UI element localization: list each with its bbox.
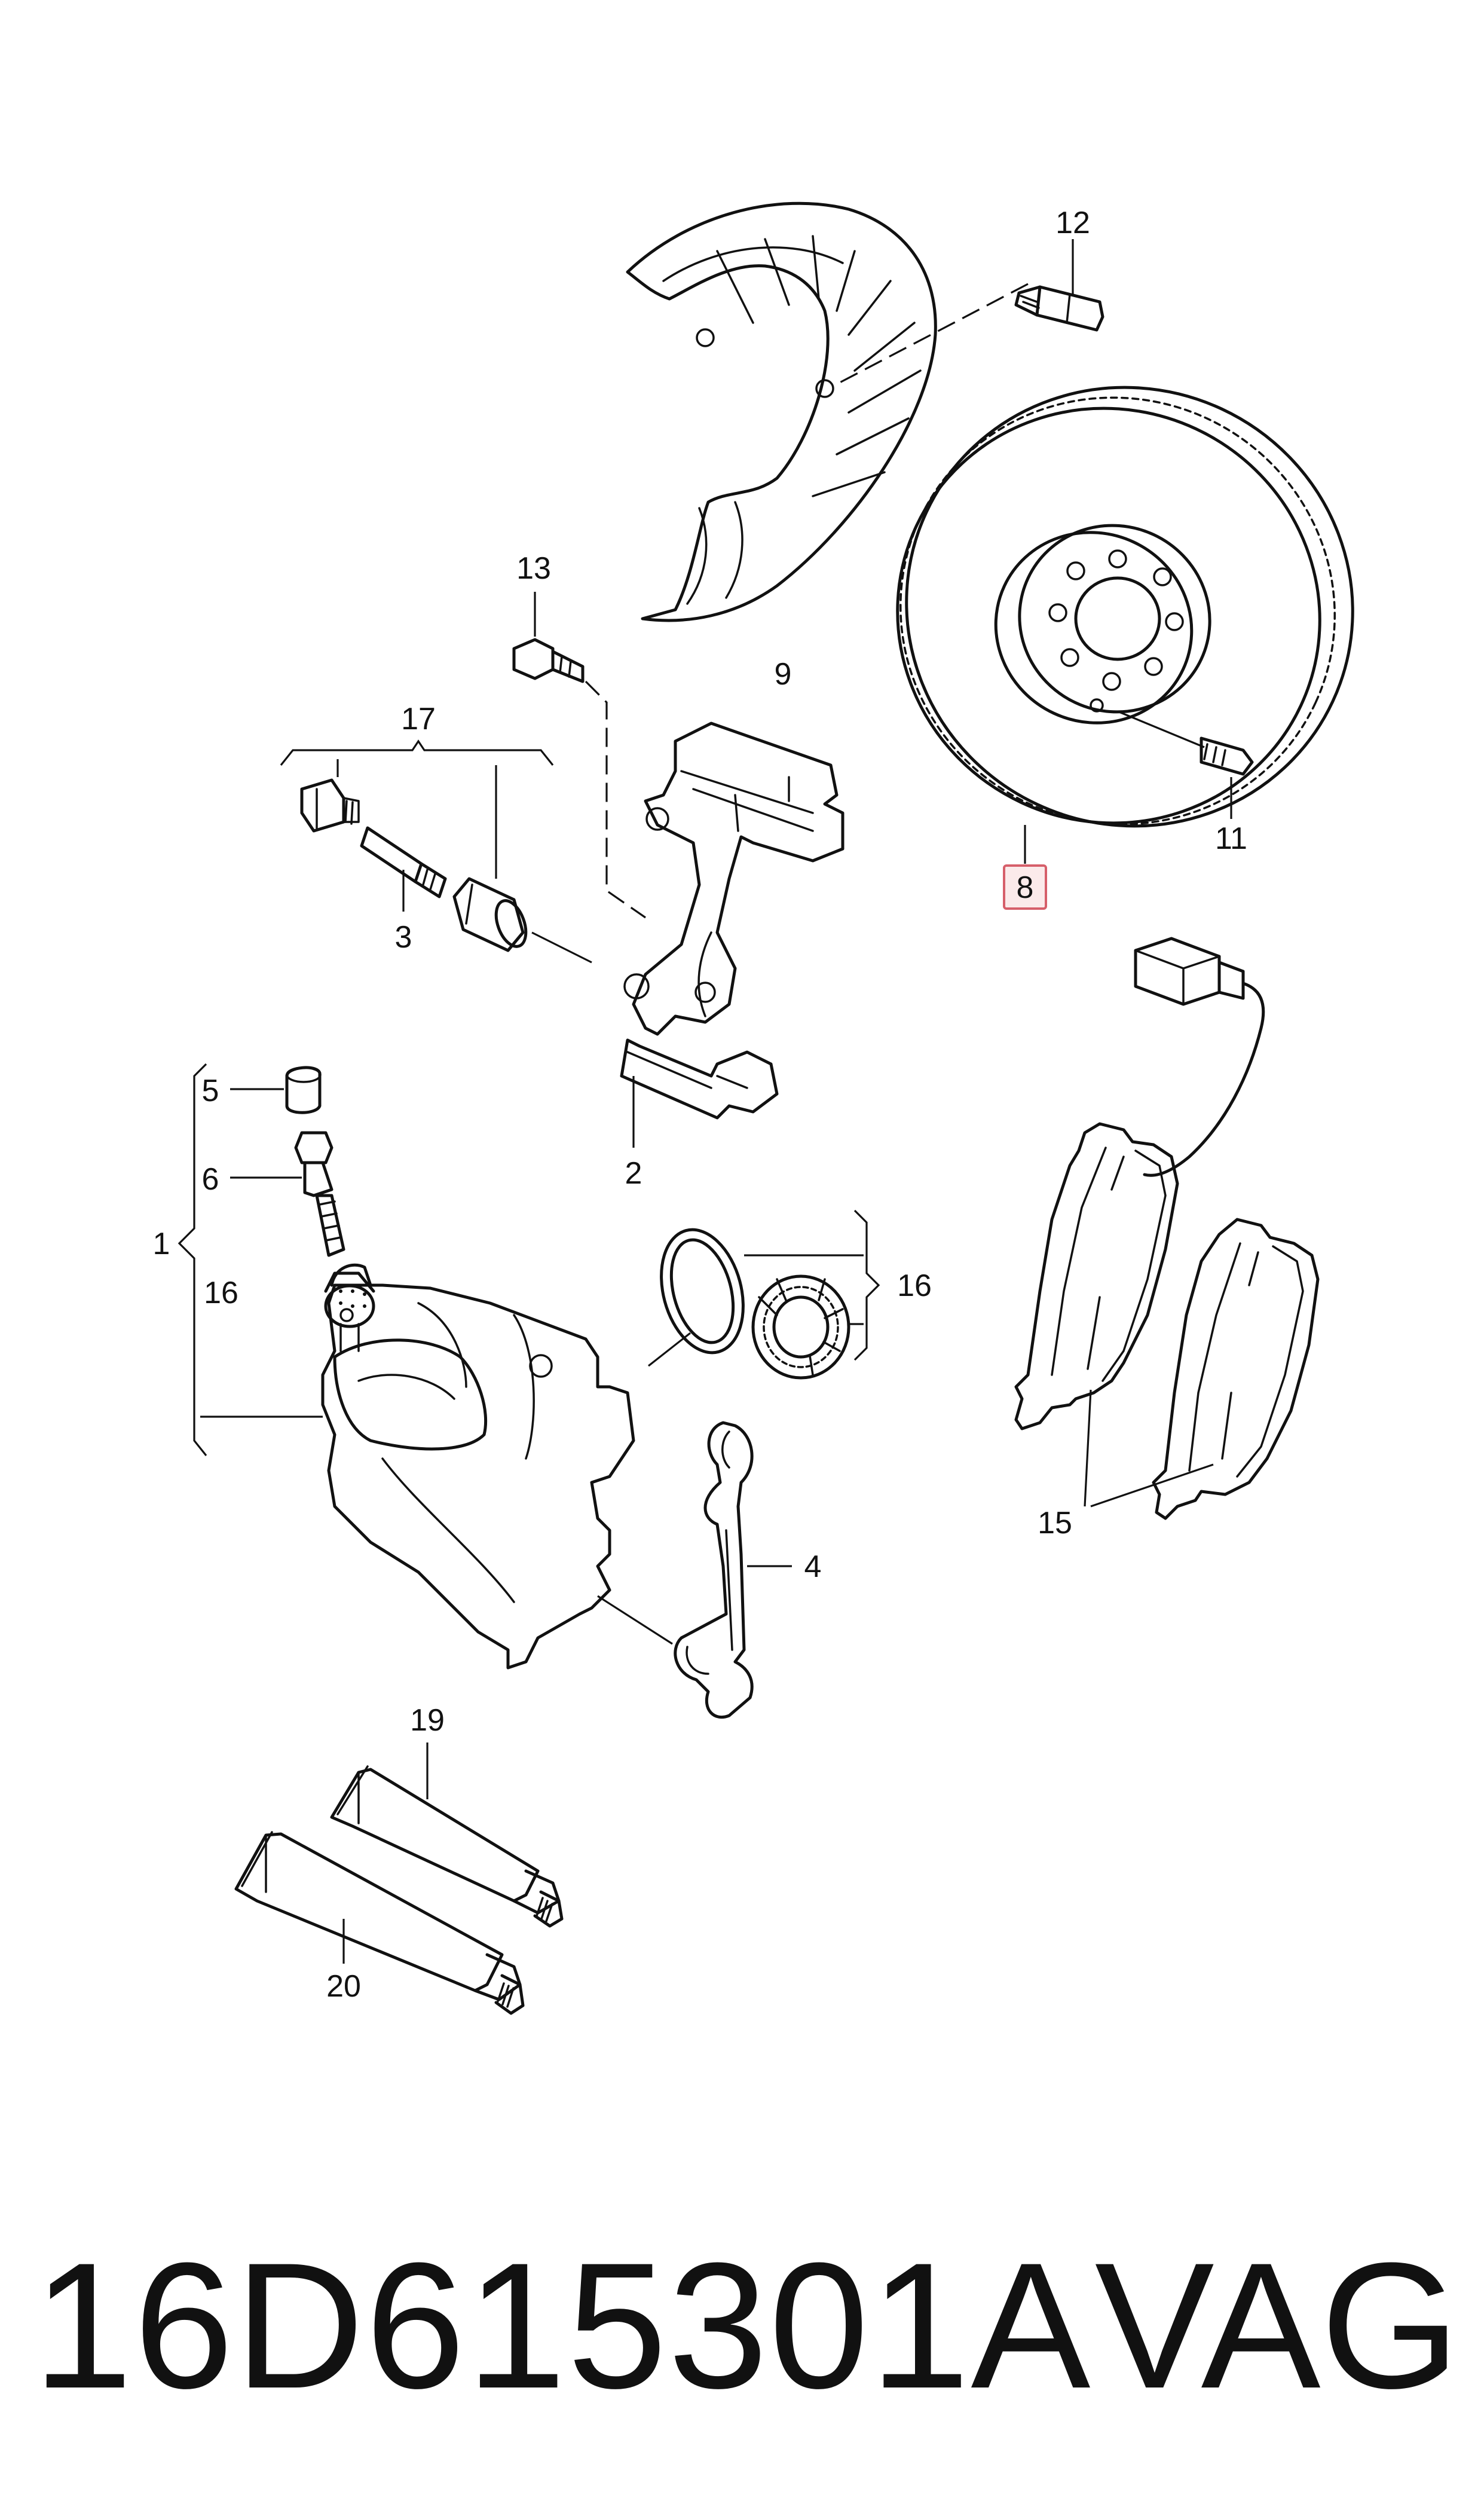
caliper-carrier <box>620 722 844 1120</box>
brand-name: VAG <box>1094 2225 1460 2426</box>
leader-caliper-spring <box>597 1595 673 1645</box>
callout-11[interactable]: 11 <box>1215 821 1247 856</box>
bracket-1 <box>178 1063 207 1456</box>
callout-2[interactable]: 2 <box>625 1156 642 1191</box>
callout-13[interactable]: 13 <box>516 551 551 586</box>
brake-caliper <box>321 1263 635 1670</box>
callout-17[interactable]: 17 <box>401 702 436 736</box>
bleed-valve <box>294 1131 345 1257</box>
bolt-13 <box>512 638 585 683</box>
guide-bushing <box>452 877 528 952</box>
leader-12-dashed <box>839 283 1029 384</box>
callout-15[interactable]: 15 <box>1038 1506 1072 1540</box>
bracket-16 <box>853 1209 880 1361</box>
callout-1[interactable]: 1 <box>153 1227 170 1261</box>
screw-11 <box>1200 736 1254 776</box>
callout-5[interactable]: 5 <box>202 1074 219 1108</box>
wear-sensor <box>1134 937 1265 1177</box>
callout-20[interactable]: 20 <box>326 1969 361 2004</box>
brake-disc <box>896 386 1354 828</box>
seal-ring <box>660 1228 745 1355</box>
leader-15 <box>1084 1389 1214 1508</box>
bleed-cap <box>285 1066 322 1114</box>
grease-tube-19 <box>330 1765 564 1928</box>
callout-8[interactable]: 8 <box>1017 870 1034 905</box>
callout-16-left[interactable]: 16 <box>204 1276 238 1310</box>
part-number: 16D615301A <box>33 2225 1092 2426</box>
splash-shield <box>626 201 937 622</box>
leader-13-dashed <box>585 680 646 919</box>
bracket-17 <box>280 739 554 766</box>
leader-bushing-carrier <box>531 931 592 964</box>
callout-6[interactable]: 6 <box>202 1162 219 1197</box>
callout-4[interactable]: 4 <box>804 1549 822 1584</box>
leader-disc-11 <box>1117 710 1205 748</box>
callout-19[interactable]: 19 <box>410 1703 445 1738</box>
piston-seal <box>751 1274 850 1380</box>
guide-bolt-cap <box>300 778 360 833</box>
brake-pad-outer <box>1152 1218 1320 1520</box>
guide-pin <box>360 826 447 898</box>
piston-boot <box>324 1271 375 1352</box>
retaining-spring <box>674 1421 754 1719</box>
grease-tube-20 <box>234 1831 525 2015</box>
callout-9[interactable]: 9 <box>775 657 792 692</box>
brake-pad-inner <box>1014 1122 1179 1430</box>
callout-12[interactable]: 12 <box>1055 206 1090 240</box>
callout-16-right[interactable]: 16 <box>897 1268 932 1303</box>
highlight-box-8 <box>1003 864 1047 910</box>
callout-3[interactable]: 3 <box>395 920 412 955</box>
bolt-12 <box>1014 285 1104 332</box>
